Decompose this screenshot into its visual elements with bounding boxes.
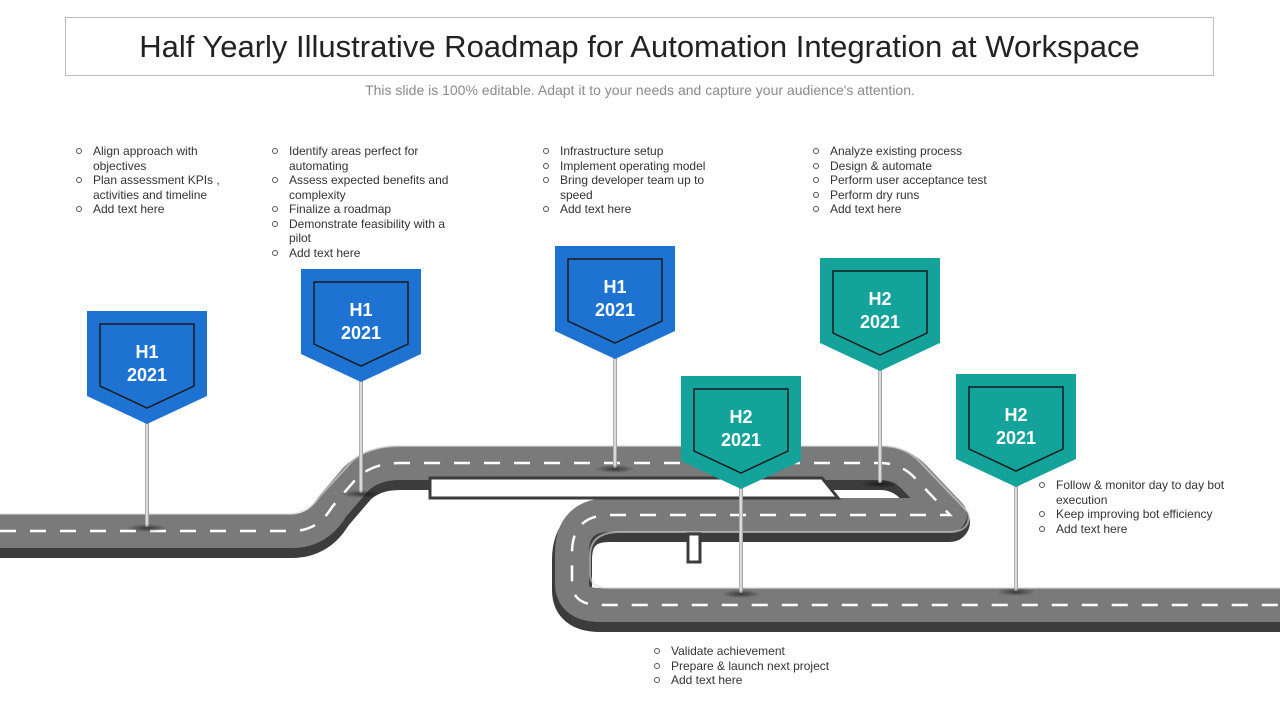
marker-pole — [359, 369, 363, 493]
milestone-marker: H2 2021 — [956, 374, 1076, 489]
bullet-item: Keep improving bot efficiency — [1037, 507, 1237, 522]
marker-pole — [1014, 474, 1018, 591]
bullet-item: Analyze existing process — [811, 144, 1011, 159]
milestone-marker: H1 2021 — [87, 311, 207, 426]
bullet-item: Implement operating model — [541, 159, 731, 174]
bullet-item: Follow & monitor day to day bot executio… — [1037, 478, 1237, 507]
bullet-item: Finalize a roadmap — [270, 202, 460, 217]
bullet-item: Perform user acceptance test — [811, 173, 1011, 188]
pole-shadow — [595, 465, 635, 473]
bullet-item: Demonstrate feasibility with a pilot — [270, 217, 460, 246]
milestone-marker: H1 2021 — [555, 246, 675, 361]
bullet-item: Add text here — [541, 202, 731, 217]
marker-shield-icon — [681, 376, 801, 489]
pole-shadow — [721, 590, 761, 598]
milestone-marker: H2 2021 — [820, 258, 940, 373]
milestone-marker: H1 2021 — [301, 269, 421, 384]
marker-shield-icon — [87, 311, 207, 424]
slide-title: Half Yearly Illustrative Roadmap for Aut… — [139, 28, 1140, 64]
bullet-item: Bring developer team up to speed — [541, 173, 731, 202]
marker-shield-icon — [956, 374, 1076, 487]
slide-subtitle: This slide is 100% editable. Adapt it to… — [365, 82, 915, 98]
marker-shield-icon — [820, 258, 940, 371]
marker-half-label: H2 — [868, 289, 892, 309]
marker-year-label: 2021 — [995, 428, 1037, 448]
marker-pole — [613, 346, 617, 468]
bullet-item: Prepare & launch next project — [652, 659, 852, 674]
marker-half-label: H1 — [135, 342, 159, 362]
bullet-item: Identify areas perfect for automating — [270, 144, 460, 173]
title-box: Half Yearly Illustrative Roadmap for Aut… — [65, 17, 1214, 76]
pole-shadow — [341, 490, 381, 498]
bullet-item: Align approach with objectives — [74, 144, 224, 173]
bullet-item: Perform dry runs — [811, 188, 1011, 203]
milestone-bullet-list: Follow & monitor day to day bot executio… — [1037, 478, 1237, 536]
bullet-item: Design & automate — [811, 159, 1011, 174]
bullet-item: Add text here — [270, 246, 460, 261]
marker-shield-icon — [301, 269, 421, 382]
marker-pole — [739, 476, 743, 593]
marker-half-label: H2 — [729, 407, 753, 427]
marker-year-label: 2021 — [594, 300, 636, 320]
bullet-item: Infrastructure setup — [541, 144, 731, 159]
marker-shield-icon — [555, 246, 675, 359]
pole-shadow — [127, 524, 167, 532]
road-lane-dashes — [0, 461, 1280, 607]
marker-half-label: H2 — [1004, 405, 1028, 425]
bullet-item: Add text here — [652, 673, 852, 688]
bullet-item: Add text here — [1037, 522, 1237, 537]
milestone-marker: H2 2021 — [681, 376, 801, 491]
marker-pole — [878, 358, 882, 483]
bullet-item: Add text here — [74, 202, 224, 217]
pole-shadow — [860, 480, 900, 488]
road-edge-lines — [0, 445, 1280, 589]
bullet-item: Assess expected benefits and complexity — [270, 173, 460, 202]
marker-year-label: 2021 — [126, 365, 168, 385]
bullet-item: Plan assessment KPIs , activities and ti… — [74, 173, 224, 202]
bullet-item: Validate achievement — [652, 644, 852, 659]
marker-half-label: H1 — [603, 277, 627, 297]
marker-year-label: 2021 — [340, 323, 382, 343]
marker-year-label: 2021 — [720, 430, 762, 450]
marker-year-label: 2021 — [859, 312, 901, 332]
bullet-item: Add text here — [811, 202, 1011, 217]
marker-pole — [145, 411, 149, 527]
pole-shadow — [996, 588, 1036, 596]
marker-half-label: H1 — [349, 300, 373, 320]
